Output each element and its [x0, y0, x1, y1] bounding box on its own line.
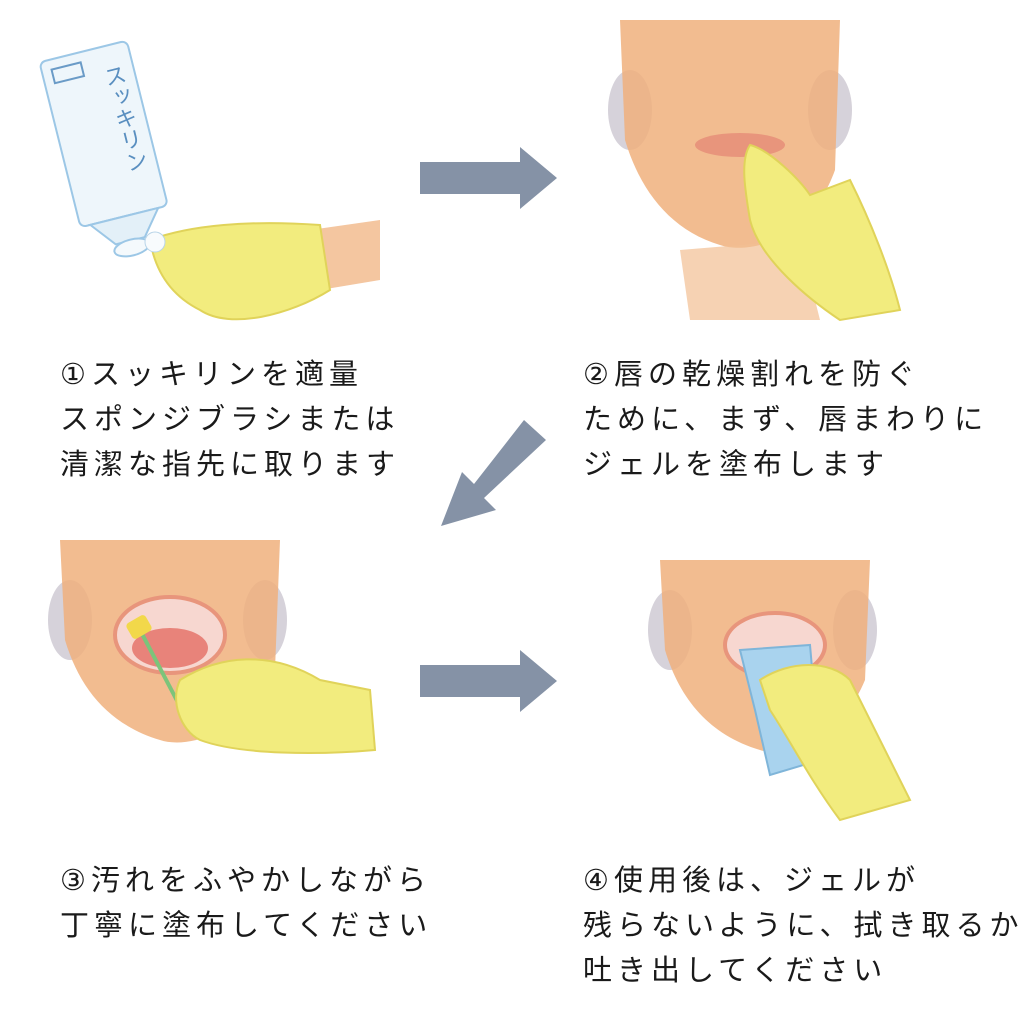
- arrow-down-left-icon: [441, 420, 546, 526]
- caption-line: 唇の乾燥割れを防ぐ: [614, 357, 921, 391]
- step-number: ②: [583, 357, 614, 391]
- arrow-right-icon: [420, 147, 557, 209]
- step2-caption: ②唇の乾燥割れを防ぐ ために、まず、唇まわりに ジェルを塗布します: [583, 352, 988, 487]
- step3-illustration: [48, 540, 377, 754]
- caption-line: 汚れをふやかしながら: [91, 863, 432, 897]
- caption-line: 残らないように、拭き取るか: [583, 908, 1024, 942]
- step1-illustration: スッキリン: [39, 40, 380, 321]
- step1-caption: ①スッキリンを適量 スポンジブラシまたは 清潔な指先に取ります: [60, 352, 400, 487]
- caption-line: 丁寧に塗布してください: [60, 908, 433, 942]
- step-number: ③: [60, 863, 91, 897]
- step3-caption: ③汚れをふやかしながら 丁寧に塗布してください: [60, 858, 432, 948]
- arrow-right-icon: [420, 650, 557, 712]
- gloved-hand-icon: [758, 664, 912, 822]
- caption-line: 吐き出してください: [583, 953, 888, 987]
- gel-tube-icon: スッキリン: [39, 40, 168, 258]
- gloved-hand-icon: [175, 658, 377, 754]
- caption-line: ために、まず、唇まわりに: [583, 402, 989, 436]
- step4-caption: ④使用後は、ジェルが 残らないように、拭き取るか 吐き出してください: [583, 858, 1024, 993]
- caption-line: ジェルを塗布します: [583, 447, 890, 481]
- caption-line: スッキリンを適量: [91, 357, 364, 391]
- step-number: ①: [60, 357, 91, 391]
- caption-line: 使用後は、ジェルが: [614, 863, 921, 897]
- caption-line: 清潔な指先に取ります: [60, 447, 401, 481]
- step2-illustration: [608, 20, 902, 322]
- gloved-hand-icon: [743, 143, 902, 322]
- caption-line: スポンジブラシまたは: [60, 402, 400, 436]
- gloved-hand-icon: [148, 222, 332, 321]
- step4-illustration: [648, 560, 912, 822]
- step-number: ④: [583, 863, 614, 897]
